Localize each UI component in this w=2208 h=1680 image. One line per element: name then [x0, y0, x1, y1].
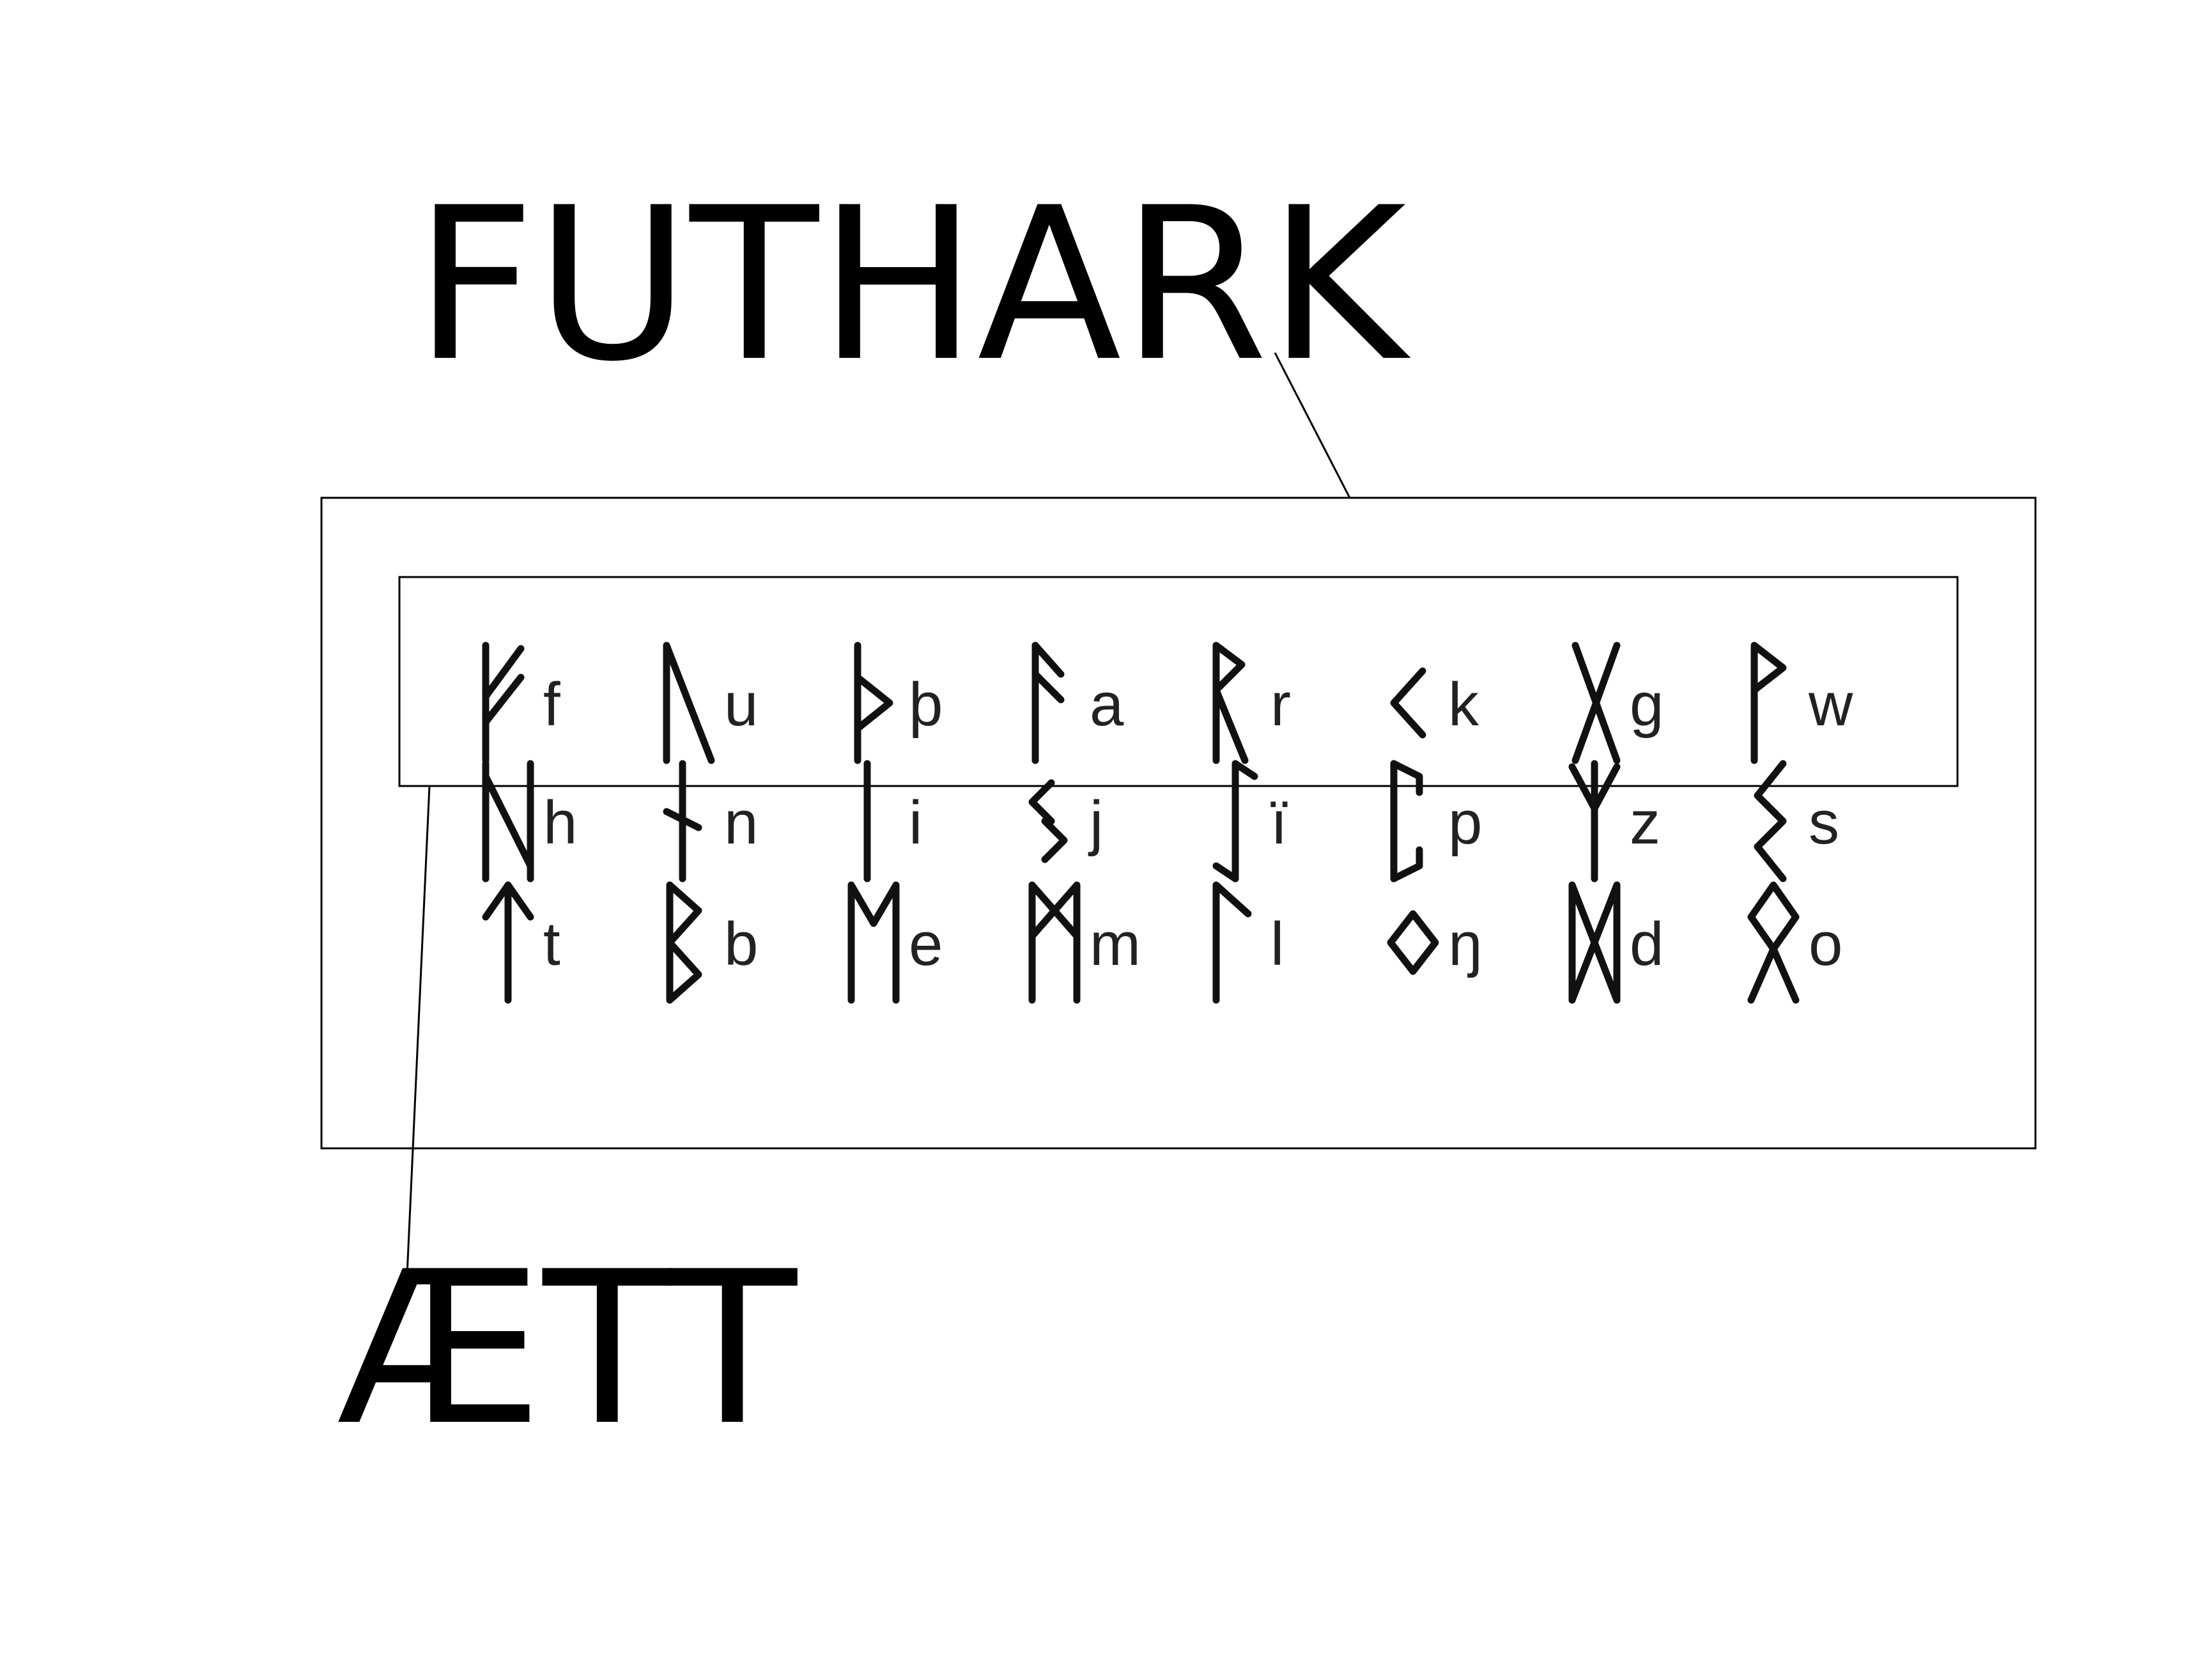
rune-naudiz-icon: [663, 760, 702, 882]
translit-algiz: z: [1630, 789, 1660, 857]
translit-gebo: g: [1630, 670, 1664, 739]
translit-jera: j: [1088, 789, 1103, 857]
translit-uruz: u: [724, 670, 758, 739]
translit-sowilo: s: [1809, 789, 1839, 857]
rune-ehwaz-icon: [847, 881, 900, 1004]
rune-kaunan-icon: [1390, 667, 1426, 739]
rune-thurisaz-icon: [854, 642, 893, 764]
rune-algiz-icon: [1568, 760, 1621, 882]
rune-perth-icon: [1390, 760, 1423, 882]
futhark-leader-line: [1274, 352, 1351, 498]
rune-fehu-icon: [482, 642, 525, 764]
translit-thurisaz: þ: [909, 670, 943, 739]
rune-ingwaz-icon: [1387, 910, 1439, 975]
translit-fehu: f: [543, 670, 560, 739]
rune-laguz-icon: [1212, 881, 1252, 1004]
translit-eihwaz: ï: [1270, 789, 1288, 857]
rune-sowilo-icon: [1754, 760, 1787, 882]
rune-hagalaz-icon: [482, 760, 534, 882]
rune-raido-icon: [1212, 642, 1249, 764]
rune-gebo-icon: [1571, 642, 1621, 764]
rune-dagaz-icon: [1568, 881, 1621, 1004]
translit-hagalaz: h: [543, 789, 577, 857]
translit-ansuz: a: [1090, 670, 1124, 739]
rune-jera-icon: [1028, 779, 1068, 863]
rune-othala-icon: [1747, 881, 1800, 1004]
futhark-label: FUTHARK: [414, 162, 1413, 408]
translit-berkano: b: [724, 910, 758, 978]
translit-naudiz: n: [724, 789, 758, 857]
rune-tiwaz-icon: [482, 881, 534, 1004]
translit-isaz: i: [909, 789, 922, 857]
translit-wunjo: w: [1808, 670, 1853, 739]
aett-frame: [398, 576, 1959, 787]
rune-wunjo-icon: [1750, 642, 1787, 764]
translit-mannaz: m: [1090, 910, 1141, 978]
translit-ehwaz: e: [909, 910, 943, 978]
rune-berkano-icon: [666, 881, 702, 1004]
translit-tiwaz: t: [543, 910, 560, 978]
translit-othala: o: [1809, 910, 1842, 978]
aett-leader-line: [406, 785, 431, 1275]
rune-eihwaz-icon: [1212, 760, 1258, 882]
futhark-frame: [320, 497, 2037, 1150]
rune-uruz-icon: [663, 642, 715, 764]
rune-ansuz-icon: [1031, 642, 1065, 764]
translit-ingwaz: ŋ: [1448, 910, 1482, 978]
rune-mannaz-icon: [1028, 881, 1081, 1004]
translit-perth: p: [1448, 789, 1482, 857]
aett-label: ÆTT: [337, 1226, 799, 1472]
translit-dagaz: d: [1630, 910, 1664, 978]
rune-grid: f u þ a r k g w h n i j ï p z s t b e m l ŋ d o: [482, 642, 1853, 1004]
translit-raido: r: [1270, 670, 1291, 739]
translit-kaunan: k: [1448, 670, 1479, 739]
translit-laguz: l: [1270, 910, 1284, 978]
